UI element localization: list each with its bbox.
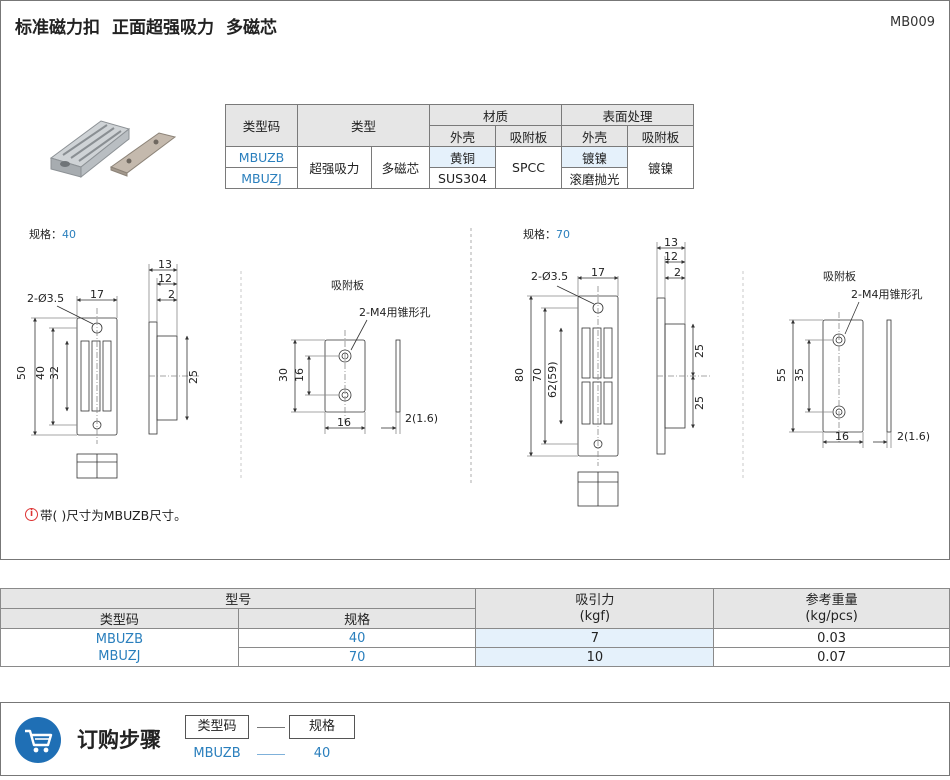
- dim-h50: 50: [15, 366, 28, 380]
- spec-header-material: 材质: [429, 104, 562, 126]
- order-box-spec: 规格: [289, 715, 355, 739]
- dim-s25a: 25: [693, 344, 706, 358]
- dim-s13-70: 13: [664, 236, 678, 249]
- dim-pt-70: 2(1.6): [897, 430, 930, 443]
- spec-header-shell: 外壳: [429, 125, 496, 147]
- dim-s12-70: 12: [664, 250, 678, 263]
- type-code-header: 类型码: [0, 608, 239, 629]
- dim-h62: 62(59): [546, 361, 559, 398]
- product-panel: 标准磁力扣正面超强吸力多磁芯 MB009 类型码 类型 材质 表面处理 外壳 吸…: [0, 0, 950, 560]
- dim-s2-70: 2: [674, 266, 681, 279]
- plate-label-70: 吸附板: [823, 269, 856, 283]
- spec-cell-shell-surface: 镀镍: [561, 146, 628, 168]
- dim-h80: 80: [513, 368, 526, 382]
- spec-header: 规格: [237, 608, 477, 629]
- type-code-cell: MBUZB MBUZJ: [0, 628, 239, 667]
- dim-s13: 13: [158, 258, 172, 271]
- page-title: 标准磁力扣正面超强吸力多磁芯: [15, 18, 277, 38]
- force-cell: 10: [475, 647, 715, 667]
- spec-header-shell-2: 外壳: [561, 125, 628, 147]
- order-value-connector: [257, 754, 285, 755]
- size-note: i 带( )尺寸为MBUZB尺寸。: [25, 505, 187, 524]
- weight-header: 参考重量 (kg/pcs): [713, 588, 950, 629]
- spec-header-plate-2: 吸附板: [627, 125, 694, 147]
- order-connector: [257, 727, 285, 728]
- dim-p30: 30: [277, 368, 290, 382]
- plate-label-40: 吸附板: [331, 278, 364, 292]
- order-box-type-code: 类型码: [185, 715, 249, 739]
- spec-cell-plate-mat: SPCC: [495, 146, 562, 189]
- spec-cell-type-b: 多磁芯: [370, 146, 431, 189]
- model-header: 型号: [0, 588, 477, 609]
- weight-cell: 0.03: [713, 628, 950, 648]
- product-photo: [49, 120, 177, 179]
- spec-cell: 70: [237, 647, 477, 667]
- dim-pt-40: 2(1.6): [405, 412, 438, 425]
- dim-h32: 32: [48, 366, 61, 380]
- product-code: MB009: [890, 15, 935, 30]
- spec-header-type: 类型: [297, 104, 430, 147]
- order-steps-panel: 订购步骤 类型码 规格 MBUZB 40: [0, 702, 950, 776]
- hole-note-m4-40: 2-M4用锥形孔: [359, 306, 430, 319]
- hole-note-d35-40: 2-Ø3.5: [27, 292, 64, 305]
- spec-cell-shell-mat: SUS304: [429, 167, 496, 189]
- dim-s25: 25: [187, 370, 200, 384]
- dim-w17-70: 17: [591, 266, 605, 279]
- hole-note-m4-70: 2-M4用锥形孔: [851, 288, 922, 301]
- spec-header-surface: 表面处理: [561, 104, 694, 126]
- spec-cell-type-a: 超强吸力: [297, 146, 372, 189]
- dim-s2: 2: [168, 288, 175, 301]
- spec-header-plate: 吸附板: [495, 125, 562, 147]
- spec-cell-code: MBUZB: [225, 146, 298, 168]
- dim-p16h: 16: [337, 416, 351, 429]
- dim-p55: 55: [775, 368, 788, 382]
- dim-h70: 70: [531, 368, 544, 382]
- technical-drawing: 规格：40 规格：70 吸附板 吸附板 2-M4用锥形孔 2-M4用锥形孔 2-…: [15, 227, 930, 507]
- force-cell: 7: [475, 628, 715, 648]
- dim-s12: 12: [158, 272, 172, 285]
- order-value-type-code: MBUZB: [193, 746, 241, 761]
- spec-label-70: 规格：70: [523, 227, 570, 241]
- dim-h40: 40: [34, 366, 47, 380]
- dim-s25b: 25: [693, 396, 706, 410]
- spec-cell-shell-surface: 滚磨抛光: [561, 167, 628, 189]
- dim-w17: 17: [90, 288, 104, 301]
- order-value-spec: 40: [313, 746, 331, 761]
- spec-table: 类型码 类型 材质 表面处理 外壳 吸附板 外壳 吸附板 MBUZB 超强吸力 …: [225, 104, 694, 189]
- spec-header-type-code: 类型码: [225, 104, 298, 147]
- cart-icon: [15, 717, 61, 763]
- force-header: 吸引力 (kgf): [475, 588, 715, 629]
- spec-cell: 40: [237, 628, 477, 648]
- dim-p16h-70: 16: [835, 430, 849, 443]
- spec-cell-shell-mat: 黄铜: [429, 146, 496, 168]
- spec-cell-plate-surface: 镀镍: [627, 146, 694, 189]
- dim-p35: 35: [793, 368, 806, 382]
- model-table: 型号 吸引力 (kgf) 参考重量 (kg/pcs) 类型码 规格 MBUZB …: [0, 588, 950, 667]
- info-icon: i: [25, 508, 38, 521]
- spec-label-40: 规格：40: [29, 227, 76, 241]
- order-title: 订购步骤: [77, 728, 161, 752]
- weight-cell: 0.07: [713, 647, 950, 667]
- spec-cell-code: MBUZJ: [225, 167, 298, 189]
- dim-p16v: 16: [293, 368, 306, 382]
- hole-note-d35-70: 2-Ø3.5: [531, 270, 568, 283]
